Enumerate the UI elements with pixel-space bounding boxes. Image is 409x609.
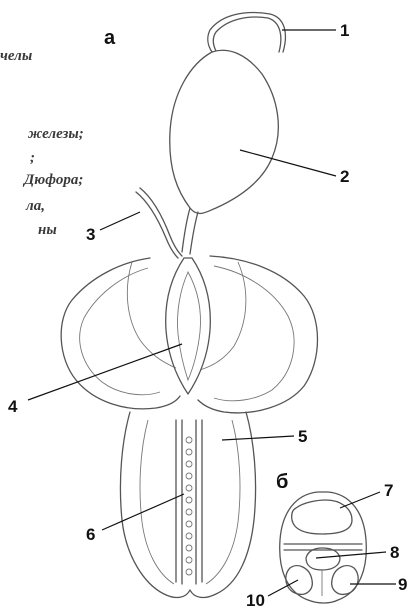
leader-lines: [28, 30, 396, 596]
label-4: 4: [8, 397, 18, 416]
label-5: 5: [298, 427, 307, 446]
leader-3: [100, 212, 140, 230]
right-lobe-inner: [214, 266, 294, 401]
leader-2: [240, 150, 336, 176]
duct-1-inner: [213, 17, 280, 52]
leader-7: [340, 492, 380, 508]
right-lobe: [198, 256, 318, 413]
label-2: 2: [340, 167, 349, 186]
sting-segments: [186, 437, 192, 575]
label-1: 1: [340, 21, 349, 40]
label-10: 10: [246, 591, 265, 609]
leader-8: [316, 552, 386, 558]
lower-body-5-inner: [140, 420, 240, 584]
duct-1: [208, 13, 286, 52]
section-divider: [284, 544, 362, 550]
label-6: 6: [86, 525, 95, 544]
section-canal-8: [306, 548, 340, 570]
central-gland-4: [166, 258, 211, 394]
leader-4: [28, 344, 182, 400]
panel-b-drawing: [280, 492, 367, 603]
central-gland-4-inner: [177, 272, 200, 380]
leader-10: [268, 580, 298, 596]
panel-label-a: а: [104, 27, 116, 49]
duct-3: [140, 188, 182, 256]
leader-5: [222, 436, 294, 440]
section-upper-7: [292, 500, 352, 534]
section-lobe-9: [332, 566, 358, 595]
label-8: 8: [390, 543, 399, 562]
reservoir-2: [170, 50, 279, 213]
label-9: 9: [398, 575, 407, 594]
duct-3-inner: [136, 192, 178, 258]
reservoir-neck: [182, 208, 198, 254]
label-7: 7: [384, 481, 393, 500]
sting-6-left: [176, 420, 182, 584]
leader-6: [102, 494, 184, 530]
label-3: 3: [86, 225, 95, 244]
panel-a-drawing: [61, 13, 317, 598]
sting-6-right: [196, 420, 202, 584]
right-lobe-fold: [200, 262, 246, 370]
panel-label-b: б: [276, 471, 288, 493]
section-lobe-10: [286, 566, 312, 595]
left-lobe-inner: [80, 268, 160, 395]
left-lobe-fold: [127, 262, 176, 368]
